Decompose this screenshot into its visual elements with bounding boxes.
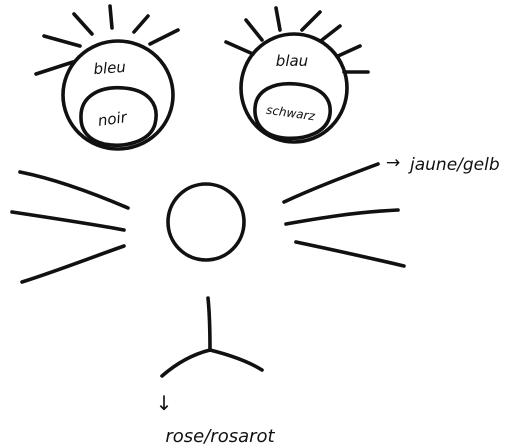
left-eye-outer-label: bleu <box>93 58 127 78</box>
mouth-annotation: ↓ rose/rosarot <box>156 391 276 447</box>
whiskers-label: jaune/gelb <box>408 155 500 175</box>
left-eye-outer-circle <box>63 41 173 149</box>
right-eye-outer-circle <box>241 34 347 142</box>
right-eye: blau schwarz <box>226 8 368 142</box>
lash <box>110 6 112 28</box>
lash <box>74 14 92 34</box>
left-eye-pupil-label: noir <box>97 108 129 130</box>
whisker <box>286 210 398 224</box>
whiskers-annotation: → jaune/gelb <box>386 153 500 175</box>
whisker <box>22 246 124 282</box>
whisker <box>284 164 378 202</box>
lash <box>44 36 80 46</box>
mouth-label: rose/rosarot <box>165 426 275 447</box>
mouth-arrow: ↓ <box>156 391 173 415</box>
whisker <box>12 212 124 230</box>
lash <box>226 42 253 54</box>
lash <box>338 46 360 56</box>
right-eye-outer-label: blau <box>276 52 308 70</box>
lash <box>322 26 340 40</box>
nose-circle <box>168 184 244 260</box>
mouth-right <box>210 350 262 370</box>
whiskers-arrow: → <box>386 153 400 173</box>
right-whiskers <box>284 164 404 266</box>
lash <box>276 8 280 30</box>
mouth <box>162 298 262 376</box>
lash <box>246 20 262 40</box>
lash <box>134 16 148 32</box>
lash <box>302 12 320 30</box>
left-eye: bleu noir <box>36 6 178 149</box>
lash <box>150 30 178 44</box>
whisker <box>20 172 128 208</box>
mouth-stem <box>208 298 210 350</box>
mouth-left <box>162 350 210 376</box>
whisker <box>296 242 404 266</box>
left-whiskers <box>12 172 128 282</box>
right-eye-pupil-label: schwarz <box>265 103 316 124</box>
